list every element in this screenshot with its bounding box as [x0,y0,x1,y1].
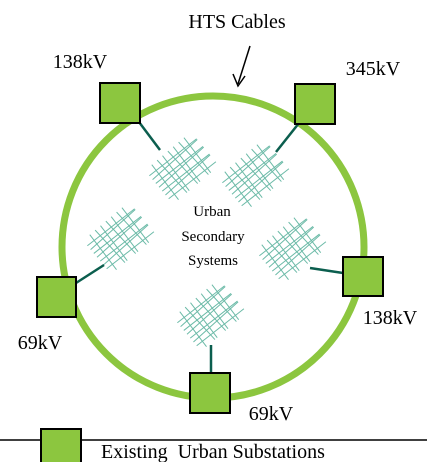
substation-ne [294,83,336,125]
arrow-icon [232,45,251,88]
legend-label: Existing Urban Substations [101,441,325,462]
substation-nw [99,82,141,124]
diagram-title: HTS Cables [188,11,285,33]
center-label-line-2: Secondary [181,229,245,245]
mesh-patch [177,284,245,347]
substation-s-voltage: 69kV [249,403,294,425]
substation-e-voltage: 138kV [363,307,418,329]
mesh-patch [149,137,217,200]
substation-s [189,372,231,414]
secondary-system-meshes [87,137,327,347]
substation-ne-voltage: 345kV [346,58,401,80]
substation-w [36,276,77,318]
substation-w-voltage: 69kV [18,332,63,354]
mesh-patch [87,207,155,270]
substation-e [342,256,384,297]
mesh-patch [259,217,327,280]
center-label-line-1: Urban [193,204,231,220]
legend: Existing Urban Substations [0,428,427,462]
connector-w [75,263,105,285]
center-label-line-3: Systems [188,253,238,269]
connector-e [309,266,344,275]
legend-substation-swatch [40,428,82,462]
mesh-patch [222,144,290,207]
substation-nw-voltage: 138kV [53,51,108,73]
